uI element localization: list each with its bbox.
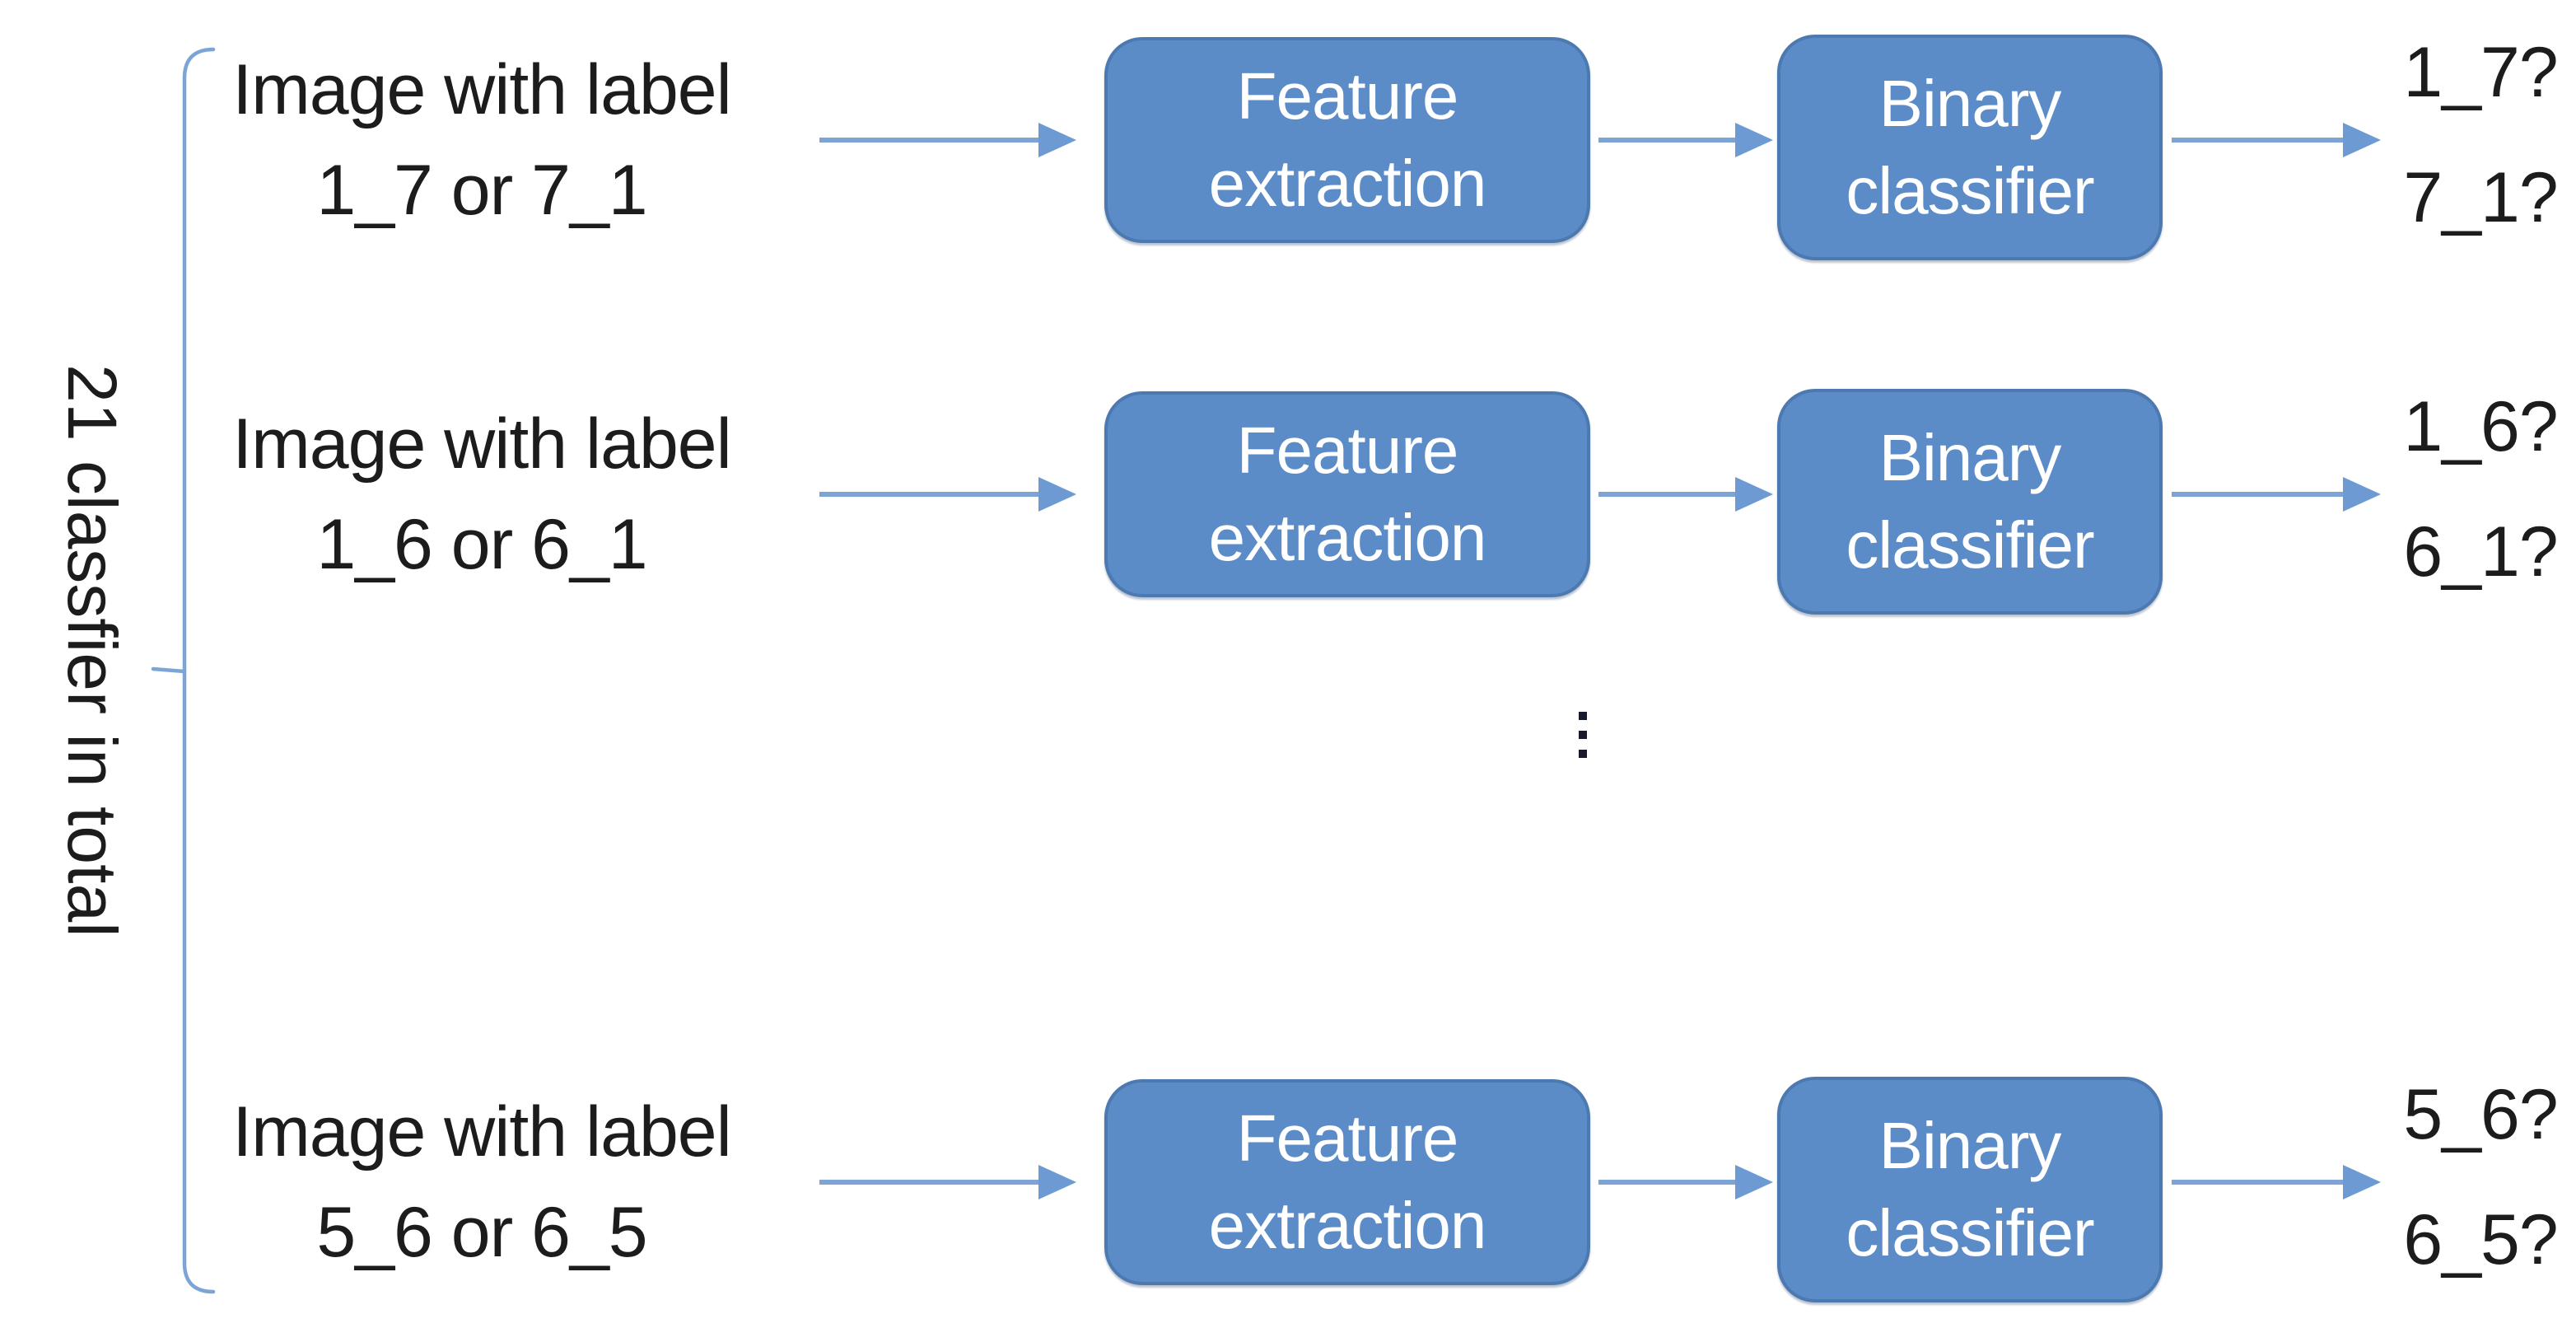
ellipsis-dot (1579, 750, 1587, 758)
output-label: 5_6? 6_5? (2387, 1052, 2574, 1302)
binary-box-line2: classifier (1846, 508, 2094, 582)
arrow-head-icon (2343, 477, 2381, 512)
feature-extraction-box: Feature extraction (1104, 37, 1590, 243)
arrow-head-icon (1735, 477, 1773, 512)
output-label-line1: 1_7? (2403, 33, 2558, 112)
arrow-head-icon (1038, 477, 1076, 512)
binary-box-line2: classifier (1846, 154, 2094, 227)
binary-classifier-box: Binary classifier (1777, 1077, 2163, 1302)
ellipsis-dot (1579, 731, 1587, 739)
binary-box-line1: Binary (1878, 421, 2062, 494)
arrow-shaft (819, 492, 1042, 497)
output-label-line2: 6_1? (2403, 512, 2558, 592)
arrow-shaft (1598, 492, 1738, 497)
binary-classifier-box: Binary classifier (1777, 35, 2163, 260)
input-label-line2: 5_6 or 6_5 (316, 1193, 647, 1272)
input-label-line2: 1_6 or 6_1 (316, 505, 647, 584)
arrow-head-icon (1735, 123, 1773, 157)
arrow-shaft (1598, 1180, 1738, 1185)
feature-box-line1: Feature (1236, 1101, 1459, 1175)
arrow-shaft (2172, 492, 2346, 497)
output-label-line2: 7_1? (2403, 158, 2558, 237)
arrow-head-icon (1735, 1165, 1773, 1199)
binary-classifier-box: Binary classifier (1777, 389, 2163, 615)
binary-box-line2: classifier (1846, 1196, 2094, 1270)
feature-extraction-box: Feature extraction (1104, 391, 1590, 597)
output-label-line1: 1_6? (2403, 387, 2558, 466)
arrow-head-icon (1038, 123, 1076, 157)
left-brace (151, 47, 216, 1294)
arrow-head-icon (2343, 1165, 2381, 1199)
feature-box-line2: extraction (1208, 501, 1487, 574)
arrow-shaft (2172, 1180, 2346, 1185)
output-label-line1: 5_6? (2403, 1075, 2558, 1154)
arrow-head-icon (1038, 1165, 1076, 1199)
input-label: Image with label 1_7 or 7_1 (221, 40, 743, 241)
output-label: 1_7? 7_1? (2387, 10, 2574, 260)
input-label-line2: 1_7 or 7_1 (316, 151, 647, 230)
feature-extraction-box: Feature extraction (1104, 1079, 1590, 1285)
arrow-shaft (1598, 138, 1738, 143)
binary-box-line1: Binary (1878, 1109, 2062, 1182)
arrow-shaft (819, 138, 1042, 143)
feature-box-line2: extraction (1208, 1189, 1487, 1262)
output-label: 1_6? 6_1? (2387, 364, 2574, 615)
brace-label: 21 classfier in total (54, 364, 131, 938)
input-label-line1: Image with label (232, 1092, 731, 1171)
input-label: Image with label 1_6 or 6_1 (221, 394, 743, 595)
arrow-head-icon (2343, 123, 2381, 157)
arrow-shaft (819, 1180, 1042, 1185)
feature-box-line1: Feature (1236, 59, 1459, 133)
input-label-line1: Image with label (232, 404, 731, 484)
input-label: Image with label 5_6 or 6_5 (221, 1082, 743, 1283)
ellipsis-dot (1579, 712, 1587, 720)
feature-box-line2: extraction (1208, 147, 1487, 220)
feature-box-line1: Feature (1236, 414, 1459, 487)
arrow-shaft (2172, 138, 2346, 143)
vertical-ellipsis-icon (1579, 712, 1587, 758)
input-label-line1: Image with label (232, 50, 731, 129)
output-label-line2: 6_5? (2403, 1200, 2558, 1279)
binary-box-line1: Binary (1878, 67, 2062, 140)
